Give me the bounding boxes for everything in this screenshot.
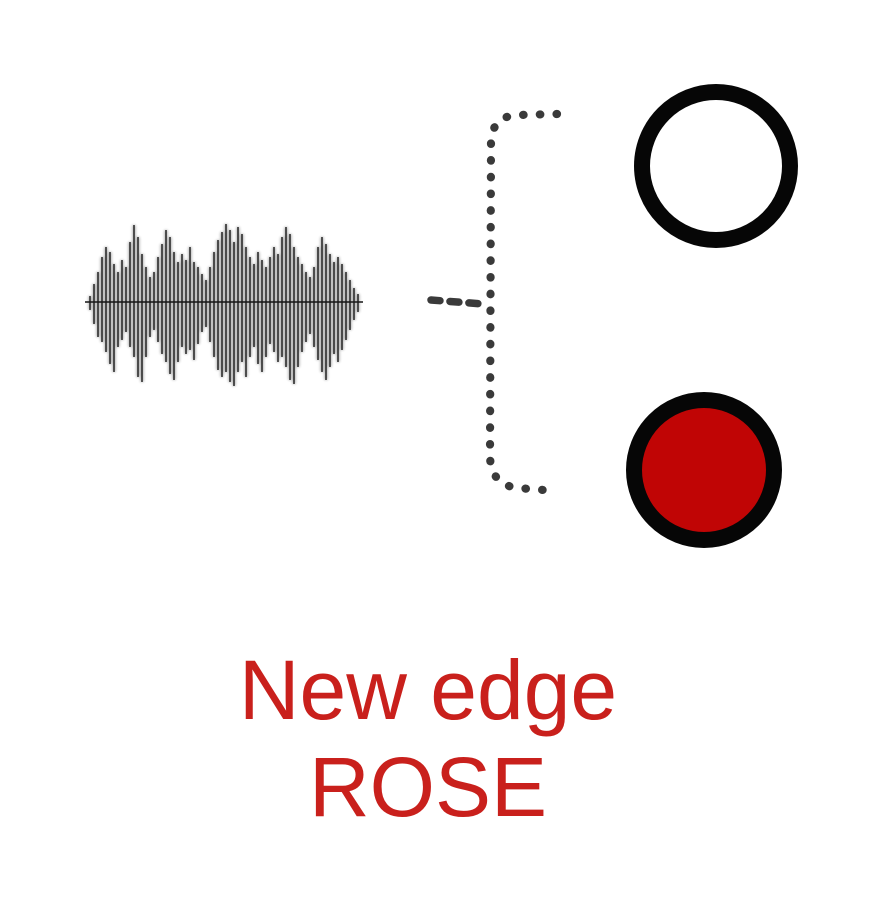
waveform-to-brace-connector: [427, 296, 487, 308]
caption-line-1: New edge: [238, 643, 618, 737]
figure-caption: New edge ROSE: [0, 642, 856, 836]
bottom-node-circle: [626, 392, 782, 548]
caption-line-2: ROSE: [308, 740, 548, 834]
audio-waveform: [85, 224, 363, 386]
dotted-brace: [485, 109, 562, 496]
audio-waveform-sharp-layer: [89, 224, 359, 386]
top-node-circle: [634, 84, 798, 248]
